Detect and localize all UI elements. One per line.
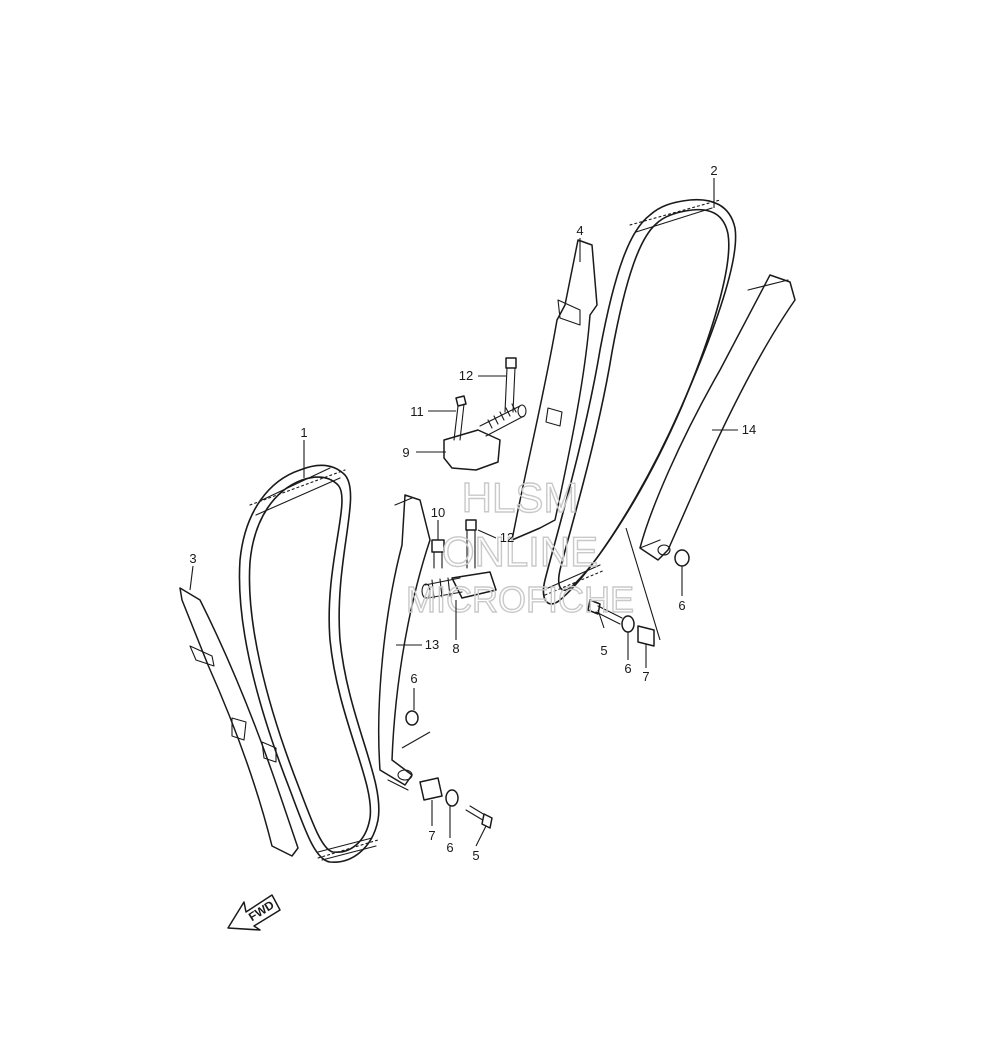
- watermark-line1: HLSM: [462, 474, 579, 521]
- cam-chain-rear: [542, 198, 737, 605]
- callout-5-left: 5: [472, 848, 479, 863]
- callout-6-right: 6: [624, 661, 631, 676]
- callout-2: 2: [710, 163, 717, 178]
- callout-14: 14: [742, 422, 756, 437]
- bolt-12-lower: [465, 519, 477, 569]
- tensioner-adjuster: [421, 571, 497, 599]
- chain-guide-top: [511, 239, 598, 541]
- bolt-11: [453, 395, 467, 441]
- callout-1: 1: [300, 425, 307, 440]
- watermark-line2: ONLINE: [442, 528, 598, 575]
- chain-guide-left: [179, 587, 299, 857]
- callout-3: 3: [189, 551, 196, 566]
- callout-11: 11: [410, 404, 424, 419]
- tensioner-guide-right: [639, 274, 796, 561]
- callout-9: 9: [402, 445, 409, 460]
- callout-7-right: 7: [642, 669, 649, 684]
- callout-12-upper: 12: [459, 368, 473, 383]
- callout-4: 4: [576, 223, 583, 238]
- watermark-line3: MICROFICHE: [406, 579, 634, 620]
- tensioner-guide-left: [377, 494, 431, 791]
- callout-labels: 1 2 3 4 5 5 6 6 6 6 7 7 8 9 10 11 12 12 …: [189, 163, 756, 863]
- bolt-10: [431, 539, 445, 569]
- callout-13: 13: [425, 637, 439, 652]
- fwd-arrow-icon: FWD: [227, 894, 281, 931]
- callout-6-right-top: 6: [678, 598, 685, 613]
- callout-6-left: 6: [446, 840, 453, 855]
- watermark: HLSM ONLINE MICROFICHE: [405, 473, 634, 620]
- leader-lines: [189, 178, 738, 847]
- callout-8: 8: [452, 641, 459, 656]
- callout-6-left-top: 6: [410, 671, 417, 686]
- hardware-right: [587, 549, 690, 647]
- callout-12-lower: 12: [500, 530, 514, 545]
- callout-5-right: 5: [600, 643, 607, 658]
- callout-7-left: 7: [428, 828, 435, 843]
- chain-tensioner: [443, 403, 527, 471]
- cam-chain-front: [238, 464, 380, 863]
- callout-10: 10: [431, 505, 445, 520]
- bolt-12-upper: [504, 357, 517, 413]
- hardware-lower-left: [405, 710, 493, 829]
